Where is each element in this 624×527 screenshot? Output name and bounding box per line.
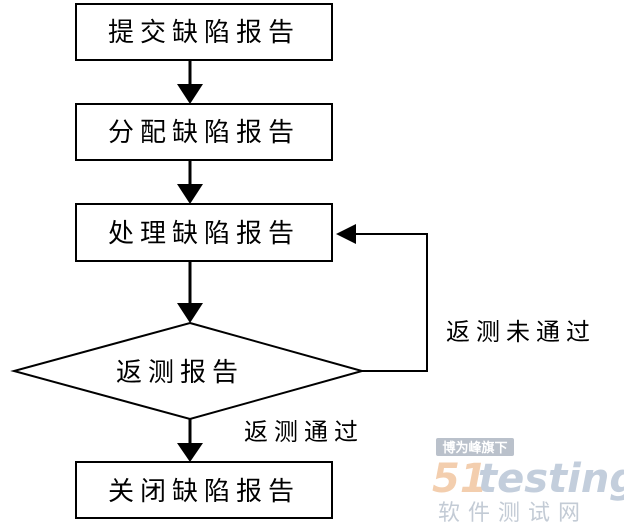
arrowhead-retest-fail <box>336 224 356 244</box>
arrowhead-retest-close <box>177 443 203 462</box>
node-process-label: 处理缺陷报告 <box>108 219 300 249</box>
node-assign: 分配缺陷报告 <box>75 103 333 161</box>
edge-fail-label: 返测未通过 <box>446 318 596 346</box>
watermark-subtitle: 软件测试网 <box>438 501 588 526</box>
node-submit: 提交缺陷报告 <box>75 3 333 61</box>
node-submit-label: 提交缺陷报告 <box>108 18 300 48</box>
node-close-label: 关闭缺陷报告 <box>108 477 300 507</box>
arrowhead-assign-process <box>177 184 203 204</box>
arrowhead-submit-assign <box>177 84 203 104</box>
watermark-logo-num: 51 <box>432 456 488 502</box>
watermark-tag-bg <box>436 438 514 456</box>
edge-pass-label: 返测通过 <box>244 418 364 446</box>
node-retest: 返测报告 <box>10 321 366 421</box>
watermark-logo-word: testing <box>478 456 624 502</box>
edge-retest-fail-loop <box>356 233 428 372</box>
node-process: 处理缺陷报告 <box>75 203 333 262</box>
node-retest-label: 返测报告 <box>116 358 244 388</box>
node-close: 关闭缺陷报告 <box>75 461 333 519</box>
arrowhead-process-retest <box>177 303 203 323</box>
watermark: 博为峰旗下 51 testing 软件测试网 <box>432 438 624 526</box>
watermark-tag: 博为峰旗下 <box>442 440 507 456</box>
node-assign-label: 分配缺陷报告 <box>108 118 300 148</box>
